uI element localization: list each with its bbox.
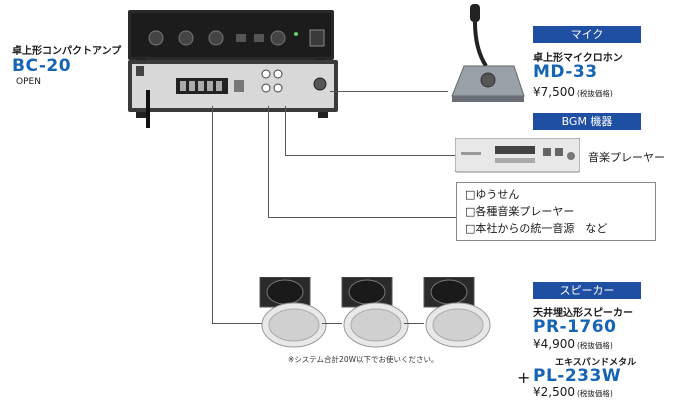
source-item: □ゆうせん [465,188,520,201]
plus-sign: + [517,368,531,387]
speaker-title: 天井埋込形スピーカー [533,308,633,319]
speaker-price-line: ¥4,900(税抜価格) [533,337,613,351]
amp-model: BC-20 [12,56,72,76]
speaker-unit-image [423,277,491,348]
mic-tax: (税抜価格) [577,89,613,98]
music-player-image [455,138,580,173]
wire-mic [330,91,448,92]
wire-player-v [285,106,286,156]
wire-speaker-h [212,323,272,324]
amp-title: 卓上形コンパクトアンプ [12,46,122,57]
option-price: ¥2,500 [533,385,575,399]
sources-box: □ゆうせん □各種音楽プレーヤー □本社からの統一音源 など [456,182,656,241]
option-model: PL-233W [533,366,622,386]
option-title: エキスパンドメタル [555,358,637,368]
wire-speaker-chain [404,323,424,324]
wire-player-h [285,155,455,156]
mic-title: 卓上形マイクロホン [533,53,623,64]
mic-price-line: ¥7,500(税抜価格) [533,85,613,99]
wire-speaker-chain [322,323,342,324]
microphone-image [451,4,525,102]
music-player-label: 音楽プレーヤー [588,151,665,164]
wire-sources-h [268,217,456,218]
mic-header: マイク [533,26,641,43]
mic-price: ¥7,500 [533,85,575,99]
speaker-unit-image [259,277,327,348]
wire-speaker-v [212,106,213,324]
amp-open-label: OPEN [16,77,41,87]
amplifier-back-image [128,60,338,118]
power-cord [146,90,150,128]
option-price-line: ¥2,500(税抜価格) [533,385,613,399]
speaker-note: ※システム合計20W以下でお使いください。 [288,355,439,364]
source-item: □各種音楽プレーヤー [465,205,575,218]
amplifier-front-image [128,10,334,64]
speaker-tax: (税抜価格) [577,341,613,350]
wire-sources-v [268,106,269,218]
option-tax: (税抜価格) [577,389,613,398]
mic-model: MD-33 [533,62,598,82]
bgm-header: BGM 機器 [533,113,641,130]
speaker-model: PR-1760 [533,317,617,337]
source-item: □本社からの統一音源 など [465,222,608,235]
speaker-unit-image [341,277,409,348]
speaker-header: スピーカー [533,282,641,299]
speaker-price: ¥4,900 [533,337,575,351]
